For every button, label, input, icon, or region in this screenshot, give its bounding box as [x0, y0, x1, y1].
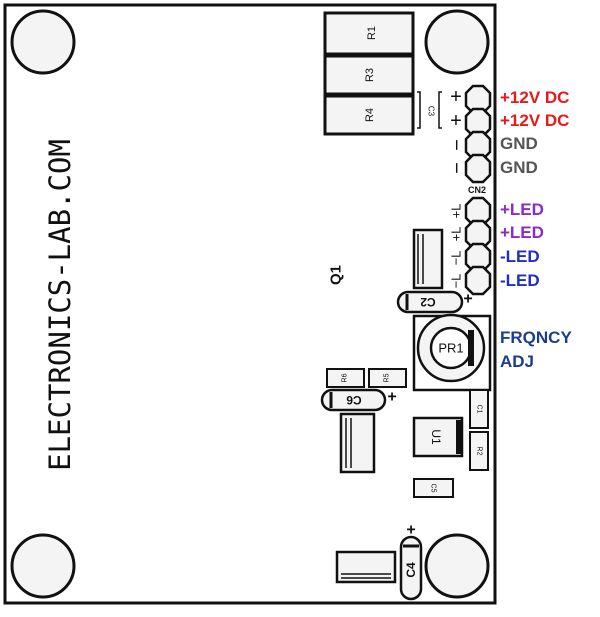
resistor-r1 — [323, 11, 415, 56]
pin-mark-led-minus-a: −L — [449, 251, 464, 266]
label-cn2: CN2 — [468, 185, 486, 195]
gnd-pin-2 — [464, 153, 492, 184]
c3-bracket-left — [417, 91, 421, 129]
label-r6: R6 — [342, 373, 349, 382]
label-led-plus-2: +LED — [500, 223, 544, 242]
capacitor-c5 — [413, 478, 454, 498]
label-power-2: +12V DC — [500, 111, 570, 130]
pin-mark-plus-a: + — [450, 86, 462, 108]
label-u1: U1 — [429, 429, 443, 445]
pin-mark-plus-b: + — [450, 110, 462, 132]
label-frequency-line2: ADJ — [500, 352, 535, 371]
led-minus-pin-2 — [464, 265, 492, 296]
pin-mark-c4-plus: + — [406, 522, 415, 539]
pin-mark-c2-plus: + — [463, 291, 472, 308]
label-led-minus-1: -LED — [500, 247, 540, 266]
label-c1: C1 — [476, 405, 483, 414]
mounting-hole-bottom-right — [424, 533, 490, 599]
label-c6: C6 — [346, 393, 362, 407]
label-r2: R2 — [476, 447, 483, 456]
ic-u1 — [412, 416, 464, 458]
label-gnd-1: GND — [500, 134, 538, 153]
label-pr1: PR1 — [438, 341, 463, 356]
bottom-component — [335, 550, 397, 584]
label-gnd-2: GND — [500, 158, 538, 177]
resistor-r5 — [368, 368, 407, 388]
mounting-hole-bottom-left — [10, 533, 76, 599]
label-r5: R5 — [384, 373, 391, 382]
label-power-1: +12V DC — [500, 88, 570, 107]
label-r3: R3 — [364, 68, 376, 82]
resistor-r6 — [326, 368, 365, 388]
label-led-minus-2: -LED — [500, 271, 540, 290]
label-c2: C2 — [420, 295, 436, 309]
label-q1: Q1 — [328, 265, 345, 285]
pin-mark-led-plus-b: +L — [449, 227, 464, 242]
power-connector — [464, 84, 492, 184]
resistor-r4 — [323, 94, 415, 136]
c3-bracket-right — [438, 91, 442, 129]
capacitor-c2 — [396, 290, 464, 314]
capacitor-c4 — [399, 535, 423, 601]
label-led-plus-1: +LED — [500, 200, 544, 219]
pin-mark-led-minus-b: −L — [449, 274, 464, 289]
label-r4: R4 — [364, 108, 376, 122]
pin-mark-led-plus-a: +L — [449, 204, 464, 219]
label-c3: C3 — [427, 106, 436, 117]
capacitor-c6 — [320, 388, 387, 412]
label-c5: C5 — [430, 484, 437, 493]
capacitor-c1 — [469, 389, 489, 429]
pin-mark-minus-b: − — [445, 162, 467, 174]
led-connector — [464, 196, 492, 296]
pin-mark-minus-a: − — [445, 139, 467, 151]
label-r1: R1 — [366, 26, 378, 40]
resistor-r3 — [323, 54, 415, 96]
brand-text: ELECTRONICS-LAB.COM — [43, 139, 77, 471]
label-frequency-line1: FRQNCY — [500, 328, 572, 347]
label-c4: C4 — [404, 562, 418, 578]
resistor-r2 — [469, 431, 489, 471]
mounting-hole-top-right — [424, 9, 490, 75]
pin-mark-c6-plus: + — [387, 389, 396, 406]
mounting-hole-top-left — [10, 9, 76, 75]
